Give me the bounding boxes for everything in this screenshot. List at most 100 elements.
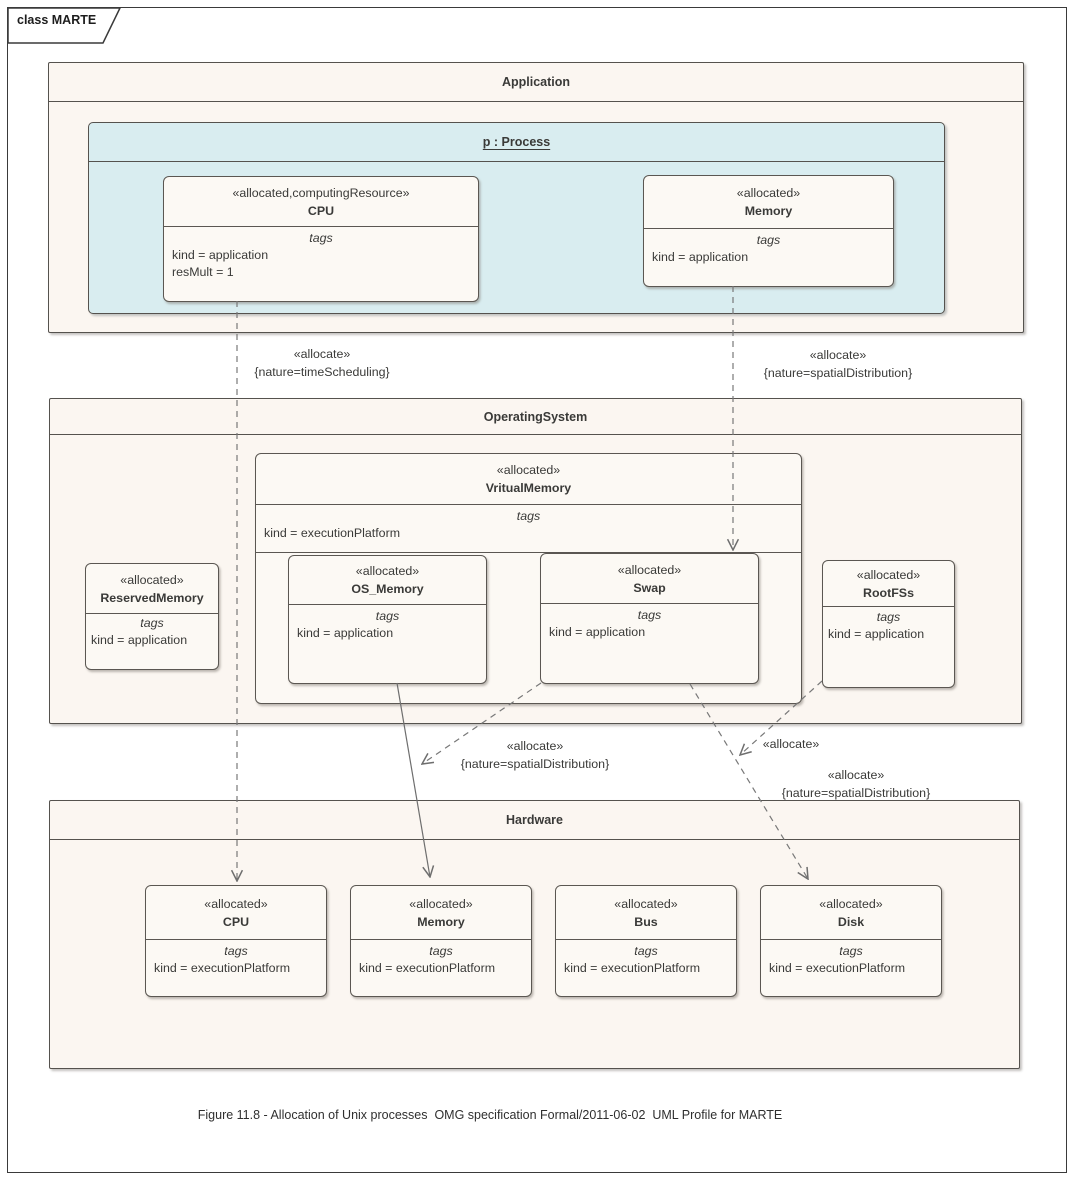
diagram-frame xyxy=(7,7,1067,1173)
tags-label: tags xyxy=(756,233,781,247)
connector-constraint: {nature=spatialDistribution} xyxy=(763,366,913,380)
stereotype: «allocated» xyxy=(617,562,682,577)
class-tags-compartment: tags kind = executionPlatform xyxy=(351,940,531,977)
class-reservedmemory[interactable]: «allocated» ReservedMemory tags kind = a… xyxy=(85,563,219,670)
stereotype: «allocated» xyxy=(496,463,561,477)
class-tags-compartment: tags kind = application xyxy=(644,229,893,266)
frame-tab-label: class MARTE xyxy=(17,13,97,27)
package-name: OperatingSystem xyxy=(483,409,588,424)
class-name: Disk xyxy=(837,914,865,929)
connector-stereotype: «allocate» xyxy=(506,739,564,753)
tag-value: kind = executionPlatform xyxy=(154,961,291,975)
tag-value: kind = executionPlatform xyxy=(359,961,496,975)
class-app-cpu[interactable]: «allocated,computingResource» CPU tags k… xyxy=(163,176,479,302)
stereotype: «allocated» xyxy=(856,567,921,582)
class-name: ReservedMemory xyxy=(100,590,204,605)
class-name: CPU xyxy=(307,203,335,218)
connector-stereotype: «allocate» xyxy=(827,768,885,782)
tags-label: tags xyxy=(839,944,863,958)
class-header: «allocated» Memory xyxy=(351,886,531,940)
class-name: OS_Memory xyxy=(351,582,424,596)
stereotype: «allocated» xyxy=(736,186,801,200)
class-header: «allocated» OS_Memory xyxy=(289,556,486,605)
object-name: p : Process xyxy=(482,135,551,149)
class-tags-compartment: tags kind = executionPlatform xyxy=(556,940,736,977)
connector-label-swap-disk-allocation: «allocate» {nature=spatialDistribution} xyxy=(761,766,951,802)
class-app-memory[interactable]: «allocated» Memory tags kind = applicati… xyxy=(643,175,894,287)
tags-label: tags xyxy=(429,944,453,958)
tag-value: kind = application xyxy=(828,627,925,641)
stereotype: «allocated» xyxy=(355,564,420,578)
package-operating-system-header: OperatingSystem xyxy=(50,399,1021,435)
class-tags-compartment: tags kind = executionPlatform xyxy=(761,940,941,977)
class-name: VritualMemory xyxy=(485,481,572,495)
class-header: «allocated» Disk xyxy=(761,886,941,940)
class-hw-memory[interactable]: «allocated» Memory tags kind = execution… xyxy=(350,885,532,997)
class-header: «allocated» CPU xyxy=(146,886,326,940)
class-tags-compartment: tags kind = executionPlatform xyxy=(256,505,801,553)
tags-label: tags xyxy=(516,509,541,523)
class-hw-bus[interactable]: «allocated» Bus tags kind = executionPla… xyxy=(555,885,737,997)
connector-constraint: {nature=spatialDistribution} xyxy=(781,786,931,800)
connector-stereotype: «allocate» xyxy=(809,348,867,362)
tags-label: tags xyxy=(309,231,333,245)
class-header: «allocated» Bus xyxy=(556,886,736,940)
tags-label: tags xyxy=(140,616,164,630)
class-name: CPU xyxy=(222,914,250,929)
tag-value: kind = executionPlatform xyxy=(769,961,906,975)
tag-value: resMult = 1 xyxy=(172,265,234,279)
tags-label: tags xyxy=(634,944,658,958)
class-name: Swap xyxy=(633,580,666,595)
object-p-process-header: p : Process xyxy=(89,123,944,162)
class-name: Memory xyxy=(744,204,793,218)
frame-tab xyxy=(7,7,122,44)
stereotype: «allocated» xyxy=(819,896,883,911)
class-name: RootFSs xyxy=(863,585,914,600)
frame-tab-shape xyxy=(7,7,122,44)
class-name: Bus xyxy=(634,914,658,929)
class-header: «allocated» RootFSs xyxy=(823,561,954,607)
tag-value: kind = application xyxy=(652,250,749,264)
class-tags-compartment: tags kind = application xyxy=(289,605,486,642)
connector-stereotype: «allocate» xyxy=(762,737,820,751)
class-tags-compartment: tags kind = application xyxy=(86,614,218,649)
tag-value: kind = application xyxy=(297,626,394,640)
stereotype: «allocated» xyxy=(614,896,678,911)
tag-value: kind = application xyxy=(549,625,646,639)
class-header: «allocated» Memory xyxy=(644,176,893,229)
connector-constraint: {nature=spatialDistribution} xyxy=(460,757,610,771)
tag-value: kind = executionPlatform xyxy=(264,526,401,540)
connector-constraint: {nature=timeScheduling} xyxy=(254,365,390,379)
tag-value: kind = application xyxy=(91,633,188,647)
package-name: Application xyxy=(501,75,571,89)
class-tags-compartment: tags kind = executionPlatform xyxy=(146,940,326,977)
stereotype: «allocated» xyxy=(204,896,268,911)
tag-value: kind = executionPlatform xyxy=(564,961,701,975)
class-swap[interactable]: «allocated» Swap tags kind = application xyxy=(540,553,759,684)
package-name: Hardware xyxy=(506,813,563,827)
class-header: «allocated» ReservedMemory xyxy=(86,564,218,614)
tags-label: tags xyxy=(375,609,400,623)
class-header: «allocated» VritualMemory xyxy=(256,454,801,505)
connector-label-swap-memory-allocation: «allocate» {nature=spatialDistribution} xyxy=(440,737,630,773)
tags-label: tags xyxy=(876,610,901,624)
class-header: «allocated,computingResource» CPU xyxy=(164,177,478,227)
tag-value: kind = application xyxy=(172,248,269,262)
connector-label-rootfss-allocation: «allocate» xyxy=(741,735,841,753)
class-rootfss[interactable]: «allocated» RootFSs tags kind = applicat… xyxy=(822,560,955,688)
class-header: «allocated» Swap xyxy=(541,554,758,604)
class-tags-compartment: tags kind = application resMult = 1 xyxy=(164,227,478,281)
tags-label: tags xyxy=(637,608,662,622)
class-hw-disk[interactable]: «allocated» Disk tags kind = executionPl… xyxy=(760,885,942,997)
stereotype: «allocated» xyxy=(409,896,473,911)
class-hw-cpu[interactable]: «allocated» CPU tags kind = executionPla… xyxy=(145,885,327,997)
connector-label-memory-allocation: «allocate» {nature=spatialDistribution} xyxy=(743,346,933,382)
connector-label-cpu-allocation: «allocate» {nature=timeScheduling} xyxy=(232,345,412,381)
class-tags-compartment: tags kind = application xyxy=(823,607,954,643)
stereotype: «allocated,computingResource» xyxy=(232,185,410,200)
tags-label: tags xyxy=(224,944,248,958)
package-application-header: Application xyxy=(49,63,1023,102)
class-os-memory[interactable]: «allocated» OS_Memory tags kind = applic… xyxy=(288,555,487,684)
stereotype: «allocated» xyxy=(120,572,184,587)
